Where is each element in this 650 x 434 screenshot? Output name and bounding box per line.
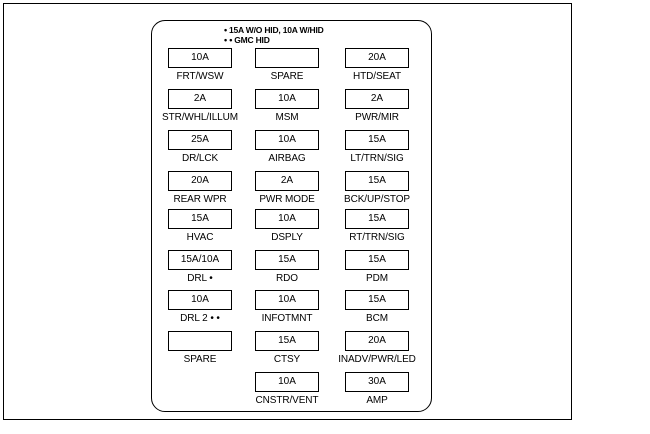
fuse-label: CTSY [273,354,301,365]
fuse-rating: 15A [345,171,409,191]
fuse-rating: 10A [168,48,232,68]
fuse-rating: 20A [345,331,409,351]
fuse-rating: 15A [168,209,232,229]
fuse-panel [151,20,432,412]
fuse-rating: 15A [345,290,409,310]
fuse-label: INFOTMNT [261,313,313,324]
fuse-rating: 10A [168,290,232,310]
fuse-label: DRL • [187,273,213,284]
fuse-slot: 10A DRL 2 • • [160,290,240,324]
fuse-slot: 10A MSM [247,89,327,123]
fuse-slot: 15A BCK/UP/STOP [337,171,417,205]
fuse-label: DSPLY [271,232,303,243]
fuse-label: FRT/WSW [176,71,224,82]
fuse-slot: 25A DR/LCK [160,130,240,164]
fuse-slot: 30A AMP [337,372,417,406]
fuse-rating: 2A [255,171,319,191]
fuse-rating: 20A [345,48,409,68]
fuse-label: REAR WPR [173,194,227,205]
fuse-rating: 10A [255,372,319,392]
fuse-label: HVAC [186,232,214,243]
fuse-slot: 10A AIRBAG [247,130,327,164]
fuse-slot: 20A HTD/SEAT [337,48,417,82]
fuse-slot: 10A INFOTMNT [247,290,327,324]
fuse-label: LT/TRN/SIG [350,153,404,164]
fuse-label: RT/TRN/SIG [349,232,405,243]
fuse-label: DRL 2 • • [180,313,220,324]
fuse-rating: 30A [345,372,409,392]
legend-text-1: 15A W/O HID, 10A W/HID [228,25,324,35]
diagram-frame [3,3,572,420]
fuse-label: PWR MODE [259,194,315,205]
legend-marker-2: • • [224,35,233,45]
fuse-label: BCK/UP/STOP [344,194,410,205]
fuse-slot: 15A CTSY [247,331,327,365]
fuse-rating: 10A [255,130,319,150]
fuse-slot: 2A STR/WHL/ILLUM [160,89,240,123]
fuse-label: DR/LCK [181,153,219,164]
fuse-label: INADV/PWR/LED [338,354,416,365]
fuse-slot: SPARE [160,331,240,365]
fuse-slot: 15A PDM [337,250,417,284]
legend-line-2: • •GMC HID [224,35,324,45]
fuse-slot: 15A RT/TRN/SIG [337,209,417,243]
fuse-rating: 25A [168,130,232,150]
fuse-slot: 10A CNSTR/VENT [247,372,327,406]
fuse-rating: 15A [345,209,409,229]
fuse-rating: 2A [345,89,409,109]
fuse-label: AMP [366,395,388,406]
fuse-label: SPARE [183,354,217,365]
fuse-label: MSM [275,112,299,123]
fuse-slot: 15A LT/TRN/SIG [337,130,417,164]
fuse-label: STR/WHL/ILLUM [162,112,238,123]
fuse-slot: 20A REAR WPR [160,171,240,205]
fuse-slot: 10A FRT/WSW [160,48,240,82]
fuse-rating: 10A [255,290,319,310]
fuse-rating: 15A [255,331,319,351]
fuse-slot: SPARE [247,48,327,82]
fuse-rating: 10A [255,89,319,109]
fuse-rating [255,48,319,68]
fuse-slot: 20A INADV/PWR/LED [337,331,417,365]
fuse-rating: 15A [345,250,409,270]
fuse-slot: 15A RDO [247,250,327,284]
fuse-rating: 15A/10A [168,250,232,270]
fuse-rating: 15A [255,250,319,270]
fuse-label: HTD/SEAT [353,71,401,82]
fuse-slot: 2A PWR MODE [247,171,327,205]
fuse-label: BCM [366,313,388,324]
fuse-rating: 10A [255,209,319,229]
legend-marker-1: • [224,25,227,35]
fuse-rating: 20A [168,171,232,191]
fuse-label: AIRBAG [268,153,306,164]
fuse-slot: 15A HVAC [160,209,240,243]
fuse-slot: 15A BCM [337,290,417,324]
fuse-label: RDO [276,273,298,284]
fuse-label: PDM [366,273,388,284]
legend: •15A W/O HID, 10A W/HID • •GMC HID [224,25,324,45]
fuse-rating: 2A [168,89,232,109]
fuse-slot: 15A/10A DRL • [160,250,240,284]
fuse-rating: 15A [345,130,409,150]
fuse-slot: 2A PWR/MIR [337,89,417,123]
legend-text-2: GMC HID [234,35,270,45]
fuse-label: PWR/MIR [355,112,399,123]
fuse-rating [168,331,232,351]
legend-line-1: •15A W/O HID, 10A W/HID [224,25,324,35]
fuse-label: CNSTR/VENT [255,395,319,406]
fuse-slot: 10A DSPLY [247,209,327,243]
fuse-label: SPARE [270,71,304,82]
